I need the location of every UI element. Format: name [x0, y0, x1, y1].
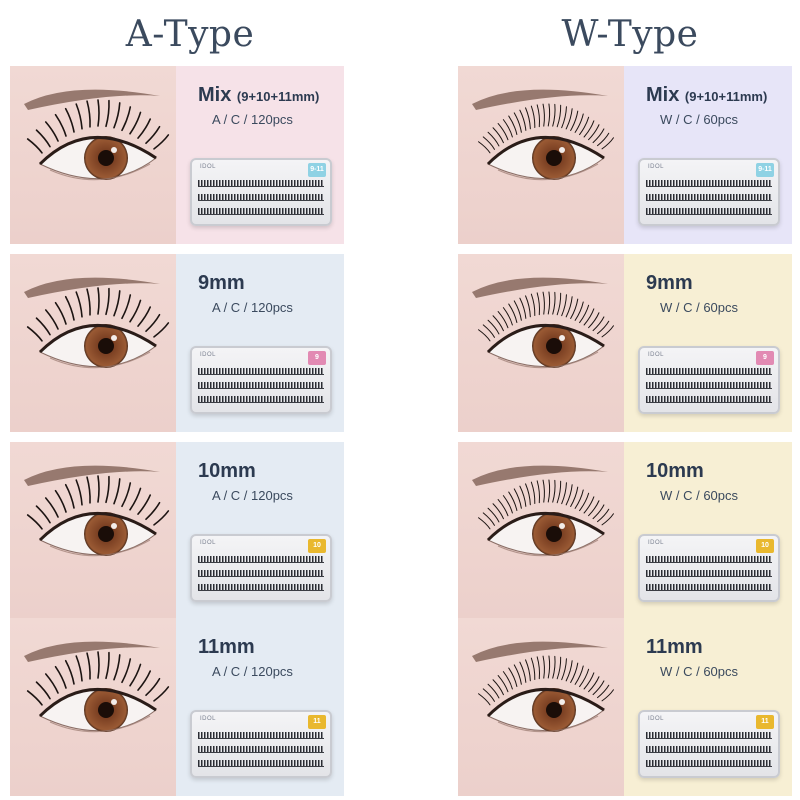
- spec-text: A / C / 120pcs: [212, 112, 293, 127]
- lash-tray: IDOL 10: [190, 534, 332, 602]
- a-type-10mm-card: 10mm A / C / 120pcs IDOL 10: [10, 442, 344, 620]
- brand-logo: IDOL: [648, 540, 665, 546]
- eye-illustration: [10, 618, 176, 796]
- w-type-11mm-card: 11mm W / C / 60pcs IDOL 11: [458, 618, 792, 796]
- lash-tray: IDOL 9-11: [190, 158, 332, 226]
- length-badge: 11: [308, 715, 326, 729]
- w-type-title: W-Type: [561, 14, 699, 55]
- brand-logo: IDOL: [648, 164, 665, 170]
- spec-text: A / C / 120pcs: [212, 664, 293, 679]
- a-type-title: A-Type: [125, 14, 255, 55]
- lash-tray: IDOL 11: [638, 710, 780, 778]
- a-type-9mm-card: 9mm A / C / 120pcs IDOL 9: [10, 254, 344, 432]
- length-badge: 9: [756, 351, 774, 365]
- eye-image: [458, 442, 624, 620]
- a-type-11mm-card: 11mm A / C / 120pcs IDOL 11: [10, 618, 344, 796]
- lash-tray: IDOL 10: [638, 534, 780, 602]
- eye-image: [10, 254, 176, 432]
- eye-illustration: [10, 66, 176, 244]
- spec-text: W / C / 60pcs: [660, 300, 739, 315]
- eye-illustration: [10, 442, 176, 620]
- product-panel: 10mm W / C / 60pcs IDOL 10: [624, 442, 792, 620]
- length-badge: 9: [308, 351, 326, 365]
- size-label: Mix (9+10+11mm): [198, 84, 320, 106]
- spec-text: A / C / 120pcs: [212, 488, 293, 503]
- size-label: 10mm: [198, 460, 256, 482]
- spec-text: A / C / 120pcs: [212, 300, 293, 315]
- a-type-mix-card: Mix (9+10+11mm) A / C / 120pcs IDOL 9-11: [10, 66, 344, 244]
- size-label: 9mm: [198, 272, 245, 294]
- product-panel: 9mm W / C / 60pcs IDOL 9: [624, 254, 792, 432]
- brand-logo: IDOL: [200, 352, 217, 358]
- length-badge: 9-11: [308, 163, 326, 177]
- lash-tray: IDOL 9: [638, 346, 780, 414]
- size-label: 11mm: [198, 636, 255, 658]
- brand-logo: IDOL: [648, 352, 665, 358]
- product-panel: 11mm W / C / 60pcs IDOL 11: [624, 618, 792, 796]
- w-type-10mm-card: 10mm W / C / 60pcs IDOL 10: [458, 442, 792, 620]
- eye-illustration: [458, 442, 624, 620]
- spec-text: W / C / 60pcs: [660, 664, 739, 679]
- product-panel: 9mm A / C / 120pcs IDOL 9: [176, 254, 344, 432]
- length-badge: 10: [308, 539, 326, 553]
- lash-tray: IDOL 9: [190, 346, 332, 414]
- size-label: 11mm: [646, 636, 703, 658]
- brand-logo: IDOL: [200, 164, 217, 170]
- eye-image: [10, 618, 176, 796]
- w-type-9mm-card: 9mm W / C / 60pcs IDOL 9: [458, 254, 792, 432]
- size-label: Mix (9+10+11mm): [646, 84, 768, 106]
- brand-logo: IDOL: [200, 716, 217, 722]
- product-panel: 10mm A / C / 120pcs IDOL 10: [176, 442, 344, 620]
- brand-logo: IDOL: [200, 540, 217, 546]
- eye-image: [458, 254, 624, 432]
- eye-illustration: [10, 254, 176, 432]
- length-badge: 11: [756, 715, 774, 729]
- product-panel: 11mm A / C / 120pcs IDOL 11: [176, 618, 344, 796]
- length-badge: 10: [756, 539, 774, 553]
- eye-illustration: [458, 254, 624, 432]
- eye-illustration: [458, 66, 624, 244]
- eye-illustration: [458, 618, 624, 796]
- lash-tray: IDOL 9-11: [638, 158, 780, 226]
- length-badge: 9-11: [756, 163, 774, 177]
- product-panel: Mix (9+10+11mm) W / C / 60pcs IDOL 9-11: [624, 66, 792, 244]
- size-label: 10mm: [646, 460, 704, 482]
- w-type-mix-card: Mix (9+10+11mm) W / C / 60pcs IDOL 9-11: [458, 66, 792, 244]
- brand-logo: IDOL: [648, 716, 665, 722]
- lash-tray: IDOL 11: [190, 710, 332, 778]
- spec-text: W / C / 60pcs: [660, 112, 739, 127]
- eye-image: [10, 66, 176, 244]
- size-label: 9mm: [646, 272, 693, 294]
- eye-image: [458, 66, 624, 244]
- spec-text: W / C / 60pcs: [660, 488, 739, 503]
- eye-image: [458, 618, 624, 796]
- product-panel: Mix (9+10+11mm) A / C / 120pcs IDOL 9-11: [176, 66, 344, 244]
- eye-image: [10, 442, 176, 620]
